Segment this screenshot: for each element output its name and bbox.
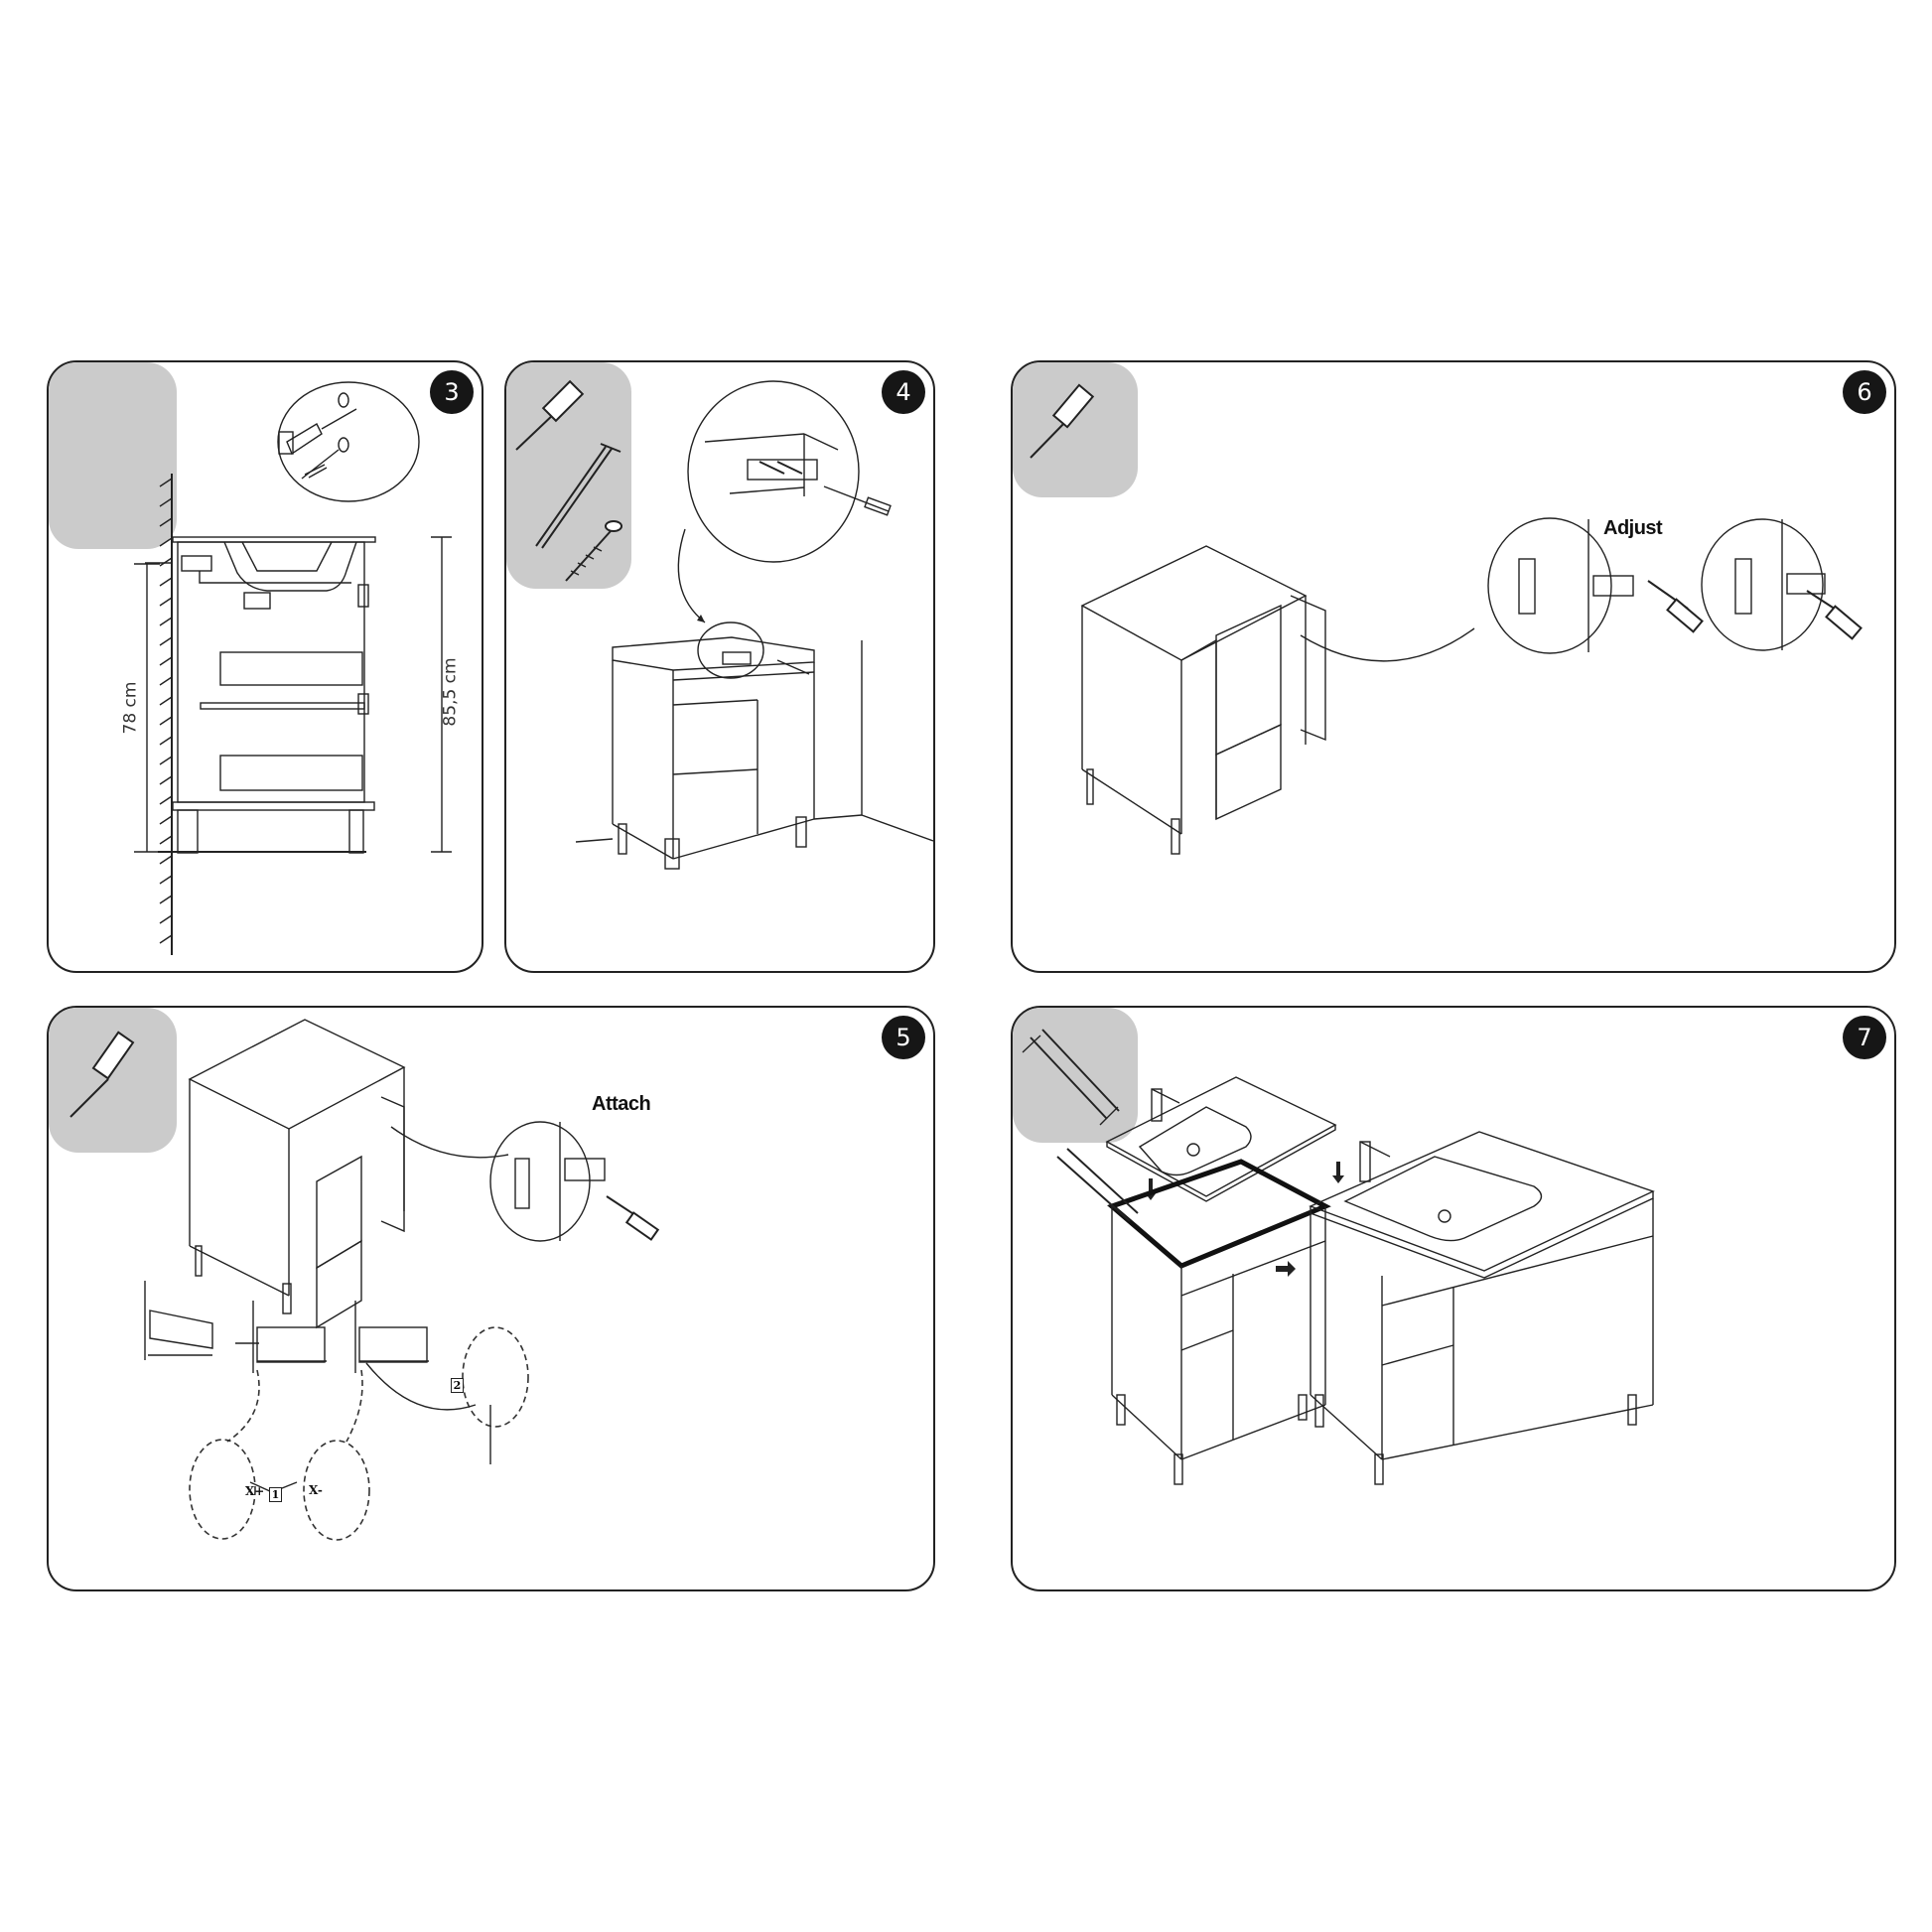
screwdriver-icon: [515, 379, 585, 451]
step-4-panel: 4: [504, 360, 935, 973]
step-badge: 4: [882, 370, 925, 414]
tools-box: [49, 1008, 177, 1153]
step-7-panel: 7: [1011, 1006, 1896, 1591]
attach-label: Attach: [592, 1093, 651, 1115]
callout-step-2: 2: [451, 1378, 464, 1393]
wall-fixing-illustration: [575, 380, 933, 870]
tools-box: [1013, 1008, 1138, 1143]
wall-plug-icon: [565, 520, 622, 582]
screwdriver-icon: [69, 1031, 135, 1118]
step-6-panel: 6 Adjust: [1011, 360, 1896, 973]
dimension-height-85-5: 85,5 cm: [440, 657, 461, 727]
step-5-panel: 5 Attach: [47, 1006, 935, 1591]
dimension-height-78: 78 cm: [120, 681, 141, 735]
wall-plug-icon: [301, 449, 340, 480]
hinge-adjust-illustration: [1080, 517, 1863, 855]
tools-box: [506, 362, 631, 589]
step-badge: 5: [882, 1016, 925, 1059]
door-drawer-assembly-illustration: [144, 1019, 660, 1541]
step-3-panel: 3 78 cm 85,5 cm: [47, 360, 483, 973]
step-badge: 3: [430, 370, 474, 414]
tools-box: [49, 362, 177, 549]
basin-install-illustration: [1056, 1076, 1655, 1485]
screwdriver-icon: [1030, 383, 1095, 459]
callout-x-plus: X+: [245, 1484, 265, 1498]
tools-box: [1013, 362, 1138, 497]
adjust-label: Adjust: [1603, 517, 1663, 539]
drill-icon: [278, 408, 357, 456]
silicone-gun-icon: [1022, 1029, 1120, 1126]
step-badge: 6: [1843, 370, 1886, 414]
callout-step-1: 1: [269, 1487, 282, 1502]
wall-mount-side-view-illustration: [134, 381, 452, 955]
callout-x-minus: X-: [309, 1483, 323, 1497]
screw-icon: [535, 443, 621, 549]
step-badge: 7: [1843, 1016, 1886, 1059]
